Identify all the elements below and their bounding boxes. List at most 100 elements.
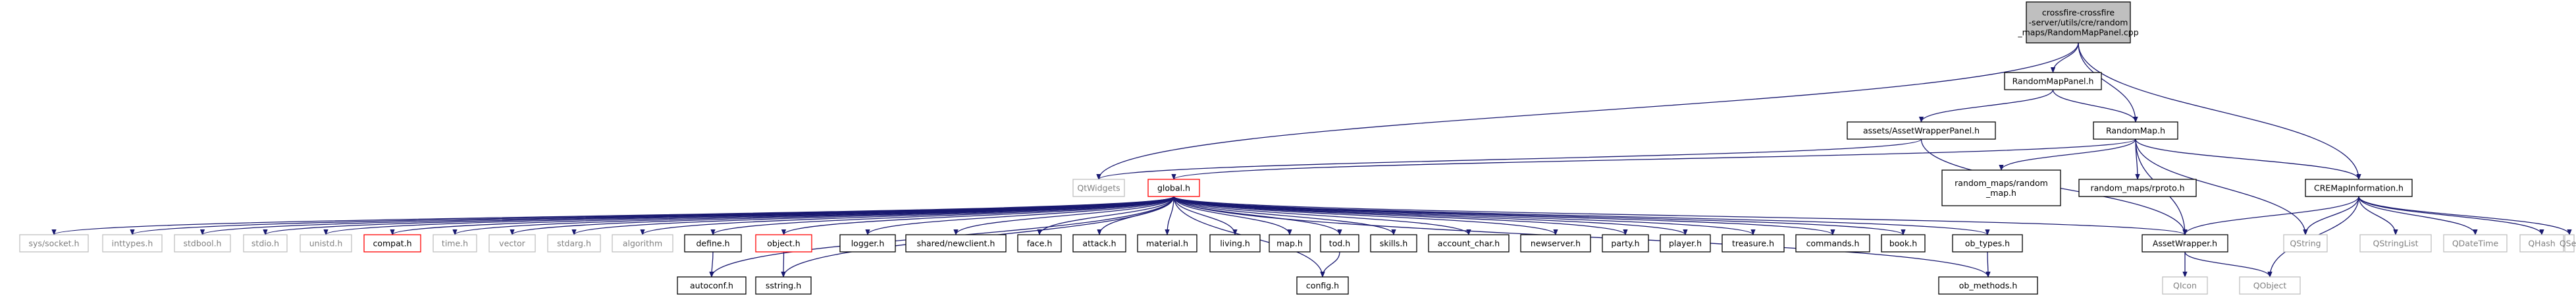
node-box [2004, 72, 2102, 90]
node-label: material.h [1146, 239, 1188, 249]
edge-global-to-party [1173, 196, 1625, 235]
node-qdatetime[interactable]: QDateTime [2443, 234, 2508, 253]
node-label: skills.h [1380, 239, 1408, 249]
node-ob_types[interactable]: ob_types.h [1952, 234, 2023, 253]
edge-global-to-define [713, 196, 1174, 235]
node-treasure[interactable]: treasure.h [1722, 234, 1785, 253]
node-face[interactable]: face.h [1017, 234, 1062, 253]
node-label: player.h [1669, 239, 1702, 249]
node-box [2359, 234, 2432, 253]
node-label: shared/newclient.h [917, 239, 995, 249]
node-stdarg[interactable]: stdarg.h [547, 234, 601, 253]
node-rmrm[interactable]: random_maps/random_map.h [1941, 169, 2061, 206]
node-account_char[interactable]: account_char.h [1428, 234, 1510, 253]
node-label: QIcon [2173, 281, 2197, 291]
edge-global-to-living [1173, 196, 1235, 235]
node-label: define.h [696, 239, 729, 249]
edge-root-to-qtwidgets [1099, 42, 2079, 179]
node-algorithm[interactable]: algorithm [612, 234, 673, 253]
node-player[interactable]: player.h [1660, 234, 1711, 253]
node-tod[interactable]: tod.h [1320, 234, 1359, 253]
node-box [2093, 121, 2178, 140]
node-label: vector [499, 239, 526, 249]
node-label: face.h [1027, 239, 1053, 249]
node-awp[interactable]: assets/AssetWrapperPanel.h [1847, 121, 1996, 140]
node-config[interactable]: config.h [1296, 276, 1349, 295]
node-attack[interactable]: attack.h [1072, 234, 1126, 253]
node-randommappanel_h[interactable]: RandomMapPanel.h [2004, 72, 2102, 90]
node-qstring[interactable]: QString [2283, 234, 2328, 253]
node-inttypes[interactable]: inttypes.h [102, 234, 163, 253]
node-object[interactable]: object.h [755, 234, 812, 253]
edge-root-to-randommap_h [2078, 42, 2136, 122]
node-box [2305, 179, 2413, 197]
node-box [1269, 234, 1311, 253]
node-layer: crossfire-crossfire-server/utils/cre/ran… [19, 1, 2576, 295]
node-randommap_h[interactable]: RandomMap.h [2093, 121, 2178, 140]
node-socket[interactable]: sys/socket.h [19, 234, 89, 253]
node-label: random_maps/rproto.h [2090, 183, 2184, 193]
edge-global-to-book [1173, 196, 1903, 235]
edge-global-to-compat [392, 196, 1174, 235]
edge-global-to-object [784, 196, 1174, 235]
node-label: QDateTime [2452, 239, 2499, 249]
edge-randommappanel_h-to-randommap_h [2052, 89, 2136, 123]
node-living[interactable]: living.h [1209, 234, 1261, 253]
node-define[interactable]: define.h [684, 234, 742, 253]
node-newserver[interactable]: newserver.h [1520, 234, 1591, 253]
node-time[interactable]: time.h [433, 234, 477, 253]
node-label: RandomMap.h [2106, 126, 2165, 136]
node-qicon[interactable]: QIcon [2162, 276, 2208, 295]
node-logger[interactable]: logger.h [839, 234, 896, 253]
node-party[interactable]: party.h [1602, 234, 1649, 253]
node-box [174, 234, 231, 253]
node-label: global.h [1157, 183, 1190, 193]
node-label: sstring.h [766, 281, 801, 291]
edge-global-to-map [1173, 196, 1290, 235]
node-qstringlist[interactable]: QStringList [2359, 234, 2432, 253]
node-newclient[interactable]: shared/newclient.h [905, 234, 1007, 253]
node-ob_methods[interactable]: ob_methods.h [1938, 276, 2038, 295]
edge-define-to-autoconf [712, 251, 713, 277]
node-label: newserver.h [1531, 239, 1581, 249]
node-root[interactable]: crossfire-crossfire-server/utils/cre/ran… [2017, 1, 2139, 44]
node-box [1137, 234, 1197, 253]
edge-global-to-socket [54, 196, 1174, 235]
node-autoconf[interactable]: autoconf.h [677, 276, 747, 295]
node-box [1881, 234, 1926, 253]
node-box [1072, 234, 1126, 253]
node-box [2443, 234, 2508, 253]
node-assetwrapper[interactable]: AssetWrapper.h [2142, 234, 2228, 253]
node-stdbool[interactable]: stdbool.h [174, 234, 231, 253]
edge-object-to-sstring [783, 251, 784, 277]
node-book[interactable]: book.h [1881, 234, 1926, 253]
node-label: QObject [2253, 281, 2287, 291]
node-label: stdarg.h [557, 239, 591, 249]
node-vector[interactable]: vector [488, 234, 536, 253]
node-commands[interactable]: commands.h [1795, 234, 1870, 253]
edge-global-to-newserver [1173, 196, 1556, 235]
node-crem[interactable]: CREMapInformation.h [2305, 179, 2413, 197]
edge-tod-to-config [1323, 251, 1340, 278]
node-label: ob_methods.h [1959, 281, 2018, 291]
node-qhash[interactable]: QHash [2519, 234, 2564, 253]
edge-global-to-account_char [1173, 196, 1469, 235]
node-label: commands.h [1806, 239, 1860, 249]
node-map[interactable]: map.h [1269, 234, 1311, 253]
node-stdio[interactable]: stdio.h [243, 234, 288, 253]
node-rmproto[interactable]: random_maps/rproto.h [2078, 179, 2197, 197]
edge-root-to-crem [2078, 42, 2359, 179]
node-skills[interactable]: skills.h [1370, 234, 1417, 253]
node-box [677, 276, 747, 295]
node-qobject[interactable]: QObject [2239, 276, 2301, 295]
node-compat[interactable]: compat.h [363, 234, 421, 253]
node-label: crossfire-crossfire [2042, 8, 2115, 18]
node-qtwidgets[interactable]: QtWidgets [1072, 179, 1125, 197]
node-qset[interactable]: QSet [2560, 234, 2576, 253]
node-material[interactable]: material.h [1137, 234, 1197, 253]
node-unistd[interactable]: unistd.h [300, 234, 352, 253]
node-sstring[interactable]: sstring.h [755, 276, 812, 295]
node-global[interactable]: global.h [1147, 179, 1200, 197]
node-label: map.h [1276, 239, 1303, 249]
node-box [1320, 234, 1359, 253]
